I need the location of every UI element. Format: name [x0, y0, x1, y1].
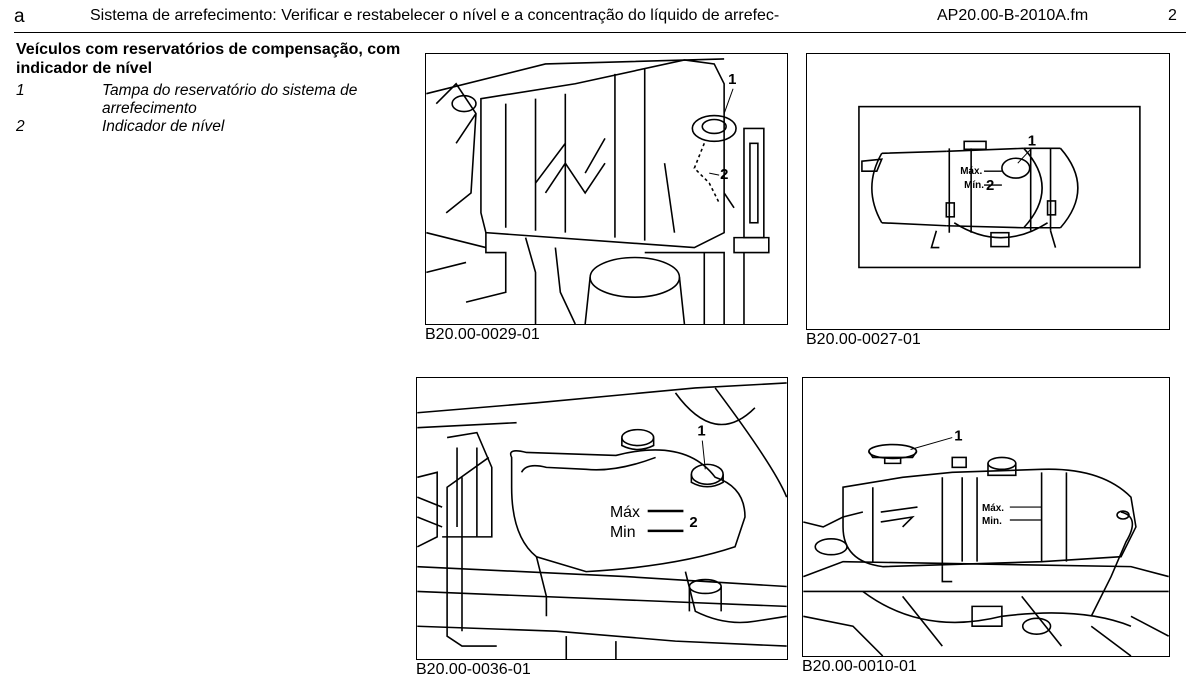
- page-header: a Sistema de arrefecimento: Verificar e …: [0, 0, 1200, 34]
- header-page-number: 2: [1168, 7, 1177, 24]
- max-label: Máx.: [960, 166, 982, 177]
- reservoir-illustration: 1 2: [426, 58, 770, 324]
- reservoir-illustration: 1 Máx. Min.: [803, 429, 1169, 656]
- min-label: Min.: [982, 516, 1002, 527]
- callout-1: 1: [1028, 133, 1036, 149]
- figure-caption: B20.00-0027-01: [806, 331, 921, 348]
- header-file-name: AP20.00-B-2010A.fm: [937, 7, 1089, 24]
- section-heading: Veículos com reservatórios de compensaçã…: [16, 41, 401, 77]
- min-label: Min: [610, 524, 636, 541]
- callout-2: 2: [689, 515, 697, 531]
- legend-number: 2: [16, 118, 25, 135]
- header-letter: a: [14, 6, 25, 27]
- min-label: Mín.: [964, 180, 984, 191]
- reservoir-illustration: 1 Máx Min 2: [417, 382, 787, 659]
- callout-1: 1: [697, 424, 705, 440]
- legend-item: 2 Indicador de nível: [16, 118, 406, 136]
- legend: 1 Tampa do reservatório do sistema de ar…: [16, 82, 406, 136]
- max-label: Máx.: [982, 503, 1004, 514]
- callout-2: 2: [720, 167, 728, 183]
- legend-text: Tampa do reservatório do sistema de arre…: [102, 82, 358, 117]
- callout-2: 2: [986, 178, 994, 194]
- figure-coolant-reservoir-3: 1 Máx Min 2: [416, 377, 788, 660]
- header-rule: [14, 32, 1186, 33]
- figure-caption: B20.00-0010-01: [802, 658, 917, 675]
- callout-1: 1: [728, 72, 736, 88]
- figure-coolant-reservoir-4: 1 Máx. Min.: [802, 377, 1170, 657]
- figure-caption: B20.00-0029-01: [425, 326, 540, 343]
- reservoir-illustration: 1 Máx. Mín. 2: [858, 105, 1141, 269]
- header-title: Sistema de arrefecimento: Verificar e re…: [90, 7, 780, 24]
- figure-coolant-reservoir-1: 1 2: [425, 53, 788, 325]
- callout-1: 1: [954, 429, 962, 445]
- figure-coolant-reservoir-2: 1 Máx. Mín. 2: [806, 53, 1170, 330]
- max-label: Máx: [610, 504, 640, 521]
- legend-number: 1: [16, 82, 25, 99]
- legend-item: 1 Tampa do reservatório do sistema de ar…: [16, 82, 406, 118]
- figure-caption: B20.00-0036-01: [416, 661, 531, 678]
- legend-text: Indicador de nível: [102, 118, 225, 135]
